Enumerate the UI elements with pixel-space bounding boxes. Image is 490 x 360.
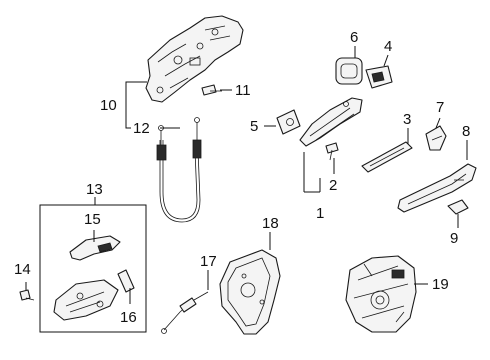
callout-5: 5 bbox=[250, 118, 258, 135]
callout-6: 6 bbox=[350, 29, 358, 46]
handle-15-part bbox=[69, 235, 121, 261]
rod-17-part bbox=[161, 291, 209, 334]
latch-19-part bbox=[345, 255, 417, 333]
screw-11-part bbox=[201, 84, 222, 96]
cable-12-part bbox=[156, 117, 202, 223]
bracket-16-part bbox=[117, 269, 135, 293]
strip-3-part bbox=[361, 141, 413, 173]
cap-4-part bbox=[365, 65, 393, 89]
callout-16: 16 bbox=[120, 309, 137, 326]
clip-9-part bbox=[447, 199, 469, 215]
callout-8: 8 bbox=[462, 123, 470, 140]
callout-11: 11 bbox=[235, 82, 251, 99]
handle-carrier-1-part bbox=[299, 97, 363, 147]
callout-15: 15 bbox=[84, 211, 101, 228]
callout-12: 12 bbox=[133, 120, 150, 137]
handle-bracket-part bbox=[145, 15, 244, 103]
callout-4: 4 bbox=[384, 38, 392, 55]
callout-17: 17 bbox=[200, 253, 217, 270]
seal-18-part bbox=[219, 249, 281, 335]
handle-cap-5-part bbox=[276, 109, 301, 135]
callout-3: 3 bbox=[403, 111, 411, 128]
bezel-6-part bbox=[335, 57, 363, 85]
callout-9: 9 bbox=[450, 230, 458, 247]
callout-14: 14 bbox=[14, 261, 31, 278]
callout-labels: 1 2 3 4 5 6 7 8 9 10 11 12 13 14 15 16 1… bbox=[14, 29, 470, 326]
bolt-14-part bbox=[19, 289, 35, 301]
housing-13-part bbox=[53, 279, 119, 321]
callout-18: 18 bbox=[262, 215, 279, 232]
callout-1: 1 bbox=[316, 205, 324, 222]
bracket-7-part bbox=[425, 125, 447, 151]
callout-2: 2 bbox=[329, 177, 337, 194]
callout-7: 7 bbox=[436, 99, 444, 116]
leader-lines bbox=[25, 46, 468, 333]
callout-19: 19 bbox=[432, 276, 449, 293]
callout-13: 13 bbox=[86, 181, 103, 198]
screw-2-part bbox=[325, 142, 339, 161]
callout-10: 10 bbox=[100, 97, 117, 114]
outer-handle-8-part bbox=[397, 163, 477, 213]
